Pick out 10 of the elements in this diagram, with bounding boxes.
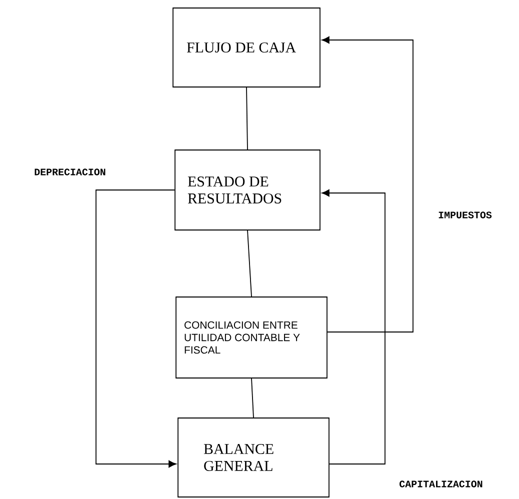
arrow: [322, 36, 414, 332]
process-box: CONCILIACION ENTRE UTILIDAD CONTABLE Y FISCAL: [176, 296, 328, 378]
edge-label: CAPITALIZACION: [398, 480, 484, 488]
edge-label: DEPRECIACION: [33, 168, 107, 176]
process-box: ESTADO DE RESULTADOS: [174, 150, 320, 230]
process-box: FLUJO DE CAJA: [172, 8, 320, 88]
edge-label: IMPUESTOS: [437, 210, 493, 220]
arrow: [96, 190, 176, 468]
process-box: BALANCE GENERAL: [178, 418, 330, 498]
arrow: [322, 189, 386, 464]
